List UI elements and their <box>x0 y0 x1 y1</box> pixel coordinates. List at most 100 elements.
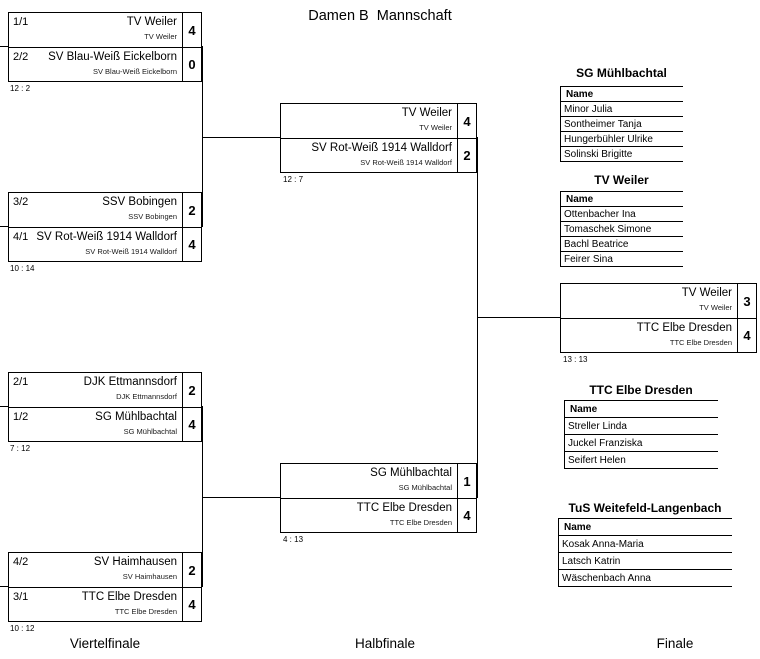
team-name: SV Rot-Weiß 1914 Walldorf <box>311 142 452 154</box>
connector-line <box>0 586 9 587</box>
match-quarterfinal-2: 3/2 SSV Bobingen SSV Bobingen 2 4/1 SV R… <box>8 192 202 262</box>
round-label-quarterfinal: Viertelfinale <box>69 636 141 651</box>
team-subtitle: SSV Bobingen <box>128 212 177 221</box>
match-row: 3/2 SSV Bobingen SSV Bobingen 2 <box>9 193 201 227</box>
roster-player: Feirer Sina <box>561 252 683 267</box>
match-final: TV Weiler TV Weiler 3 TTC Elbe Dresden T… <box>560 283 757 353</box>
match-score: 1 <box>457 464 476 498</box>
match-result: 13 : 13 <box>563 355 588 364</box>
match-quarterfinal-3: 2/1 DJK Ettmannsdorf DJK Ettmannsdorf 2 … <box>8 372 202 442</box>
seed-label: 3/1 <box>13 591 29 603</box>
team-cell: 3/1 TTC Elbe Dresden TTC Elbe Dresden <box>9 588 182 621</box>
match-semifinal-2: SG Mühlbachtal SG Mühlbachtal 1 TTC Elbe… <box>280 463 477 533</box>
match-result: 4 : 13 <box>283 535 304 544</box>
roster-table: Name Streller Linda Juckel Franziska Sei… <box>564 400 718 469</box>
match-row: 2/2 SV Blau-Weiß Eickelborn SV Blau-Weiß… <box>9 47 201 81</box>
team-subtitle: TV Weiler <box>144 32 177 41</box>
page-title: Damen B Mannschaft <box>308 8 452 24</box>
connector-line <box>202 46 203 227</box>
seed-label: 1/2 <box>13 411 29 423</box>
roster-player: Juckel Franziska <box>565 435 718 452</box>
connector-line <box>202 137 281 138</box>
seed-label: 1/1 <box>13 16 29 28</box>
match-score: 4 <box>457 104 476 138</box>
team-cell: 2/1 DJK Ettmannsdorf DJK Ettmannsdorf <box>9 373 182 407</box>
team-subtitle: DJK Ettmannsdorf <box>116 392 177 401</box>
match-result: 10 : 14 <box>10 264 35 273</box>
connector-line <box>202 497 281 498</box>
match-quarterfinal-4: 4/2 SV Haimhausen SV Haimhausen 2 3/1 TT… <box>8 552 202 622</box>
match-row: TTC Elbe Dresden TTC Elbe Dresden 4 <box>281 498 476 532</box>
match-row: 1/1 TV Weiler TV Weiler 4 <box>9 13 201 47</box>
roster-player: Solinski Brigitte <box>561 147 683 162</box>
roster-header: Name <box>559 519 732 536</box>
team-name: TV Weiler <box>126 16 177 28</box>
team-subtitle: TTC Elbe Dresden <box>669 338 732 347</box>
roster-title: TTC Elbe Dresden <box>589 383 693 397</box>
roster-player: Tomaschek Simone <box>561 222 683 237</box>
roster-player: Sontheimer Tanja <box>561 117 683 132</box>
seed-label: 4/2 <box>13 556 29 568</box>
seed-label: 4/1 <box>13 231 29 243</box>
match-row: TV Weiler TV Weiler 3 <box>561 284 756 318</box>
roster-title: TuS Weitefeld-Langenbach <box>568 501 722 515</box>
team-subtitle: TTC Elbe Dresden <box>114 607 177 616</box>
team-subtitle: SG Mühlbachtal <box>398 483 452 492</box>
seed-label: 3/2 <box>13 196 29 208</box>
team-name: TV Weiler <box>401 107 452 119</box>
match-score: 2 <box>182 373 201 407</box>
team-name: SV Blau-Weiß Eickelborn <box>48 51 177 63</box>
roster-table: Name Minor Julia Sontheimer Tanja Hunger… <box>560 86 683 162</box>
seed-label: 2/2 <box>13 51 29 63</box>
round-label-semifinal: Halbfinale <box>354 636 416 651</box>
team-subtitle: SV Haimhausen <box>122 572 177 581</box>
team-cell: TV Weiler TV Weiler <box>561 284 737 318</box>
team-subtitle: TV Weiler <box>419 123 452 132</box>
roster-header: Name <box>565 401 718 418</box>
team-subtitle: SV Rot-Weiß 1914 Walldorf <box>360 158 452 167</box>
team-name: TV Weiler <box>681 287 732 299</box>
team-name: SSV Bobingen <box>102 196 177 208</box>
match-semifinal-1: TV Weiler TV Weiler 4 SV Rot-Weiß 1914 W… <box>280 103 477 173</box>
seed-label: 2/1 <box>13 376 29 388</box>
match-result: 12 : 2 <box>10 84 31 93</box>
connector-line <box>0 406 9 407</box>
match-row: SG Mühlbachtal SG Mühlbachtal 1 <box>281 464 476 498</box>
team-name: TTC Elbe Dresden <box>81 591 177 603</box>
match-score: 4 <box>737 319 756 352</box>
match-score: 4 <box>182 588 201 621</box>
connector-line <box>0 46 9 47</box>
match-score: 2 <box>182 553 201 587</box>
match-result: 12 : 7 <box>283 175 304 184</box>
match-result: 10 : 12 <box>10 624 35 633</box>
team-cell: 4/1 SV Rot-Weiß 1914 Walldorf SV Rot-Wei… <box>9 228 182 261</box>
match-row: TTC Elbe Dresden TTC Elbe Dresden 4 <box>561 318 756 352</box>
roster-title: SG Mühlbachtal <box>576 66 667 80</box>
team-name: TTC Elbe Dresden <box>356 502 452 514</box>
team-cell: TTC Elbe Dresden TTC Elbe Dresden <box>561 319 737 352</box>
match-row: 2/1 DJK Ettmannsdorf DJK Ettmannsdorf 2 <box>9 373 201 407</box>
roster-player: Kosak Anna-Maria <box>559 536 732 553</box>
connector-line <box>477 317 561 318</box>
roster-header: Name <box>561 192 683 207</box>
team-name: SG Mühlbachtal <box>95 411 177 423</box>
match-result: 7 : 12 <box>10 444 31 453</box>
match-score: 4 <box>457 499 476 532</box>
roster-player: Seifert Helen <box>565 452 718 469</box>
roster-player: Minor Julia <box>561 102 683 117</box>
match-score: 4 <box>182 228 201 261</box>
team-subtitle: SV Blau-Weiß Eickelborn <box>92 67 177 76</box>
match-row: 4/1 SV Rot-Weiß 1914 Walldorf SV Rot-Wei… <box>9 227 201 261</box>
match-score: 2 <box>182 193 201 227</box>
team-cell: 3/2 SSV Bobingen SSV Bobingen <box>9 193 182 227</box>
roster-player: Streller Linda <box>565 418 718 435</box>
team-subtitle: TV Weiler <box>699 303 732 312</box>
match-row: 4/2 SV Haimhausen SV Haimhausen 2 <box>9 553 201 587</box>
team-name: SV Rot-Weiß 1914 Walldorf <box>36 231 177 243</box>
roster-table: Name Ottenbacher Ina Tomaschek Simone Ba… <box>560 191 683 267</box>
roster-header: Name <box>561 87 683 102</box>
team-name: SV Haimhausen <box>93 556 177 568</box>
match-score: 3 <box>737 284 756 318</box>
roster-player: Latsch Katrin <box>559 553 732 570</box>
